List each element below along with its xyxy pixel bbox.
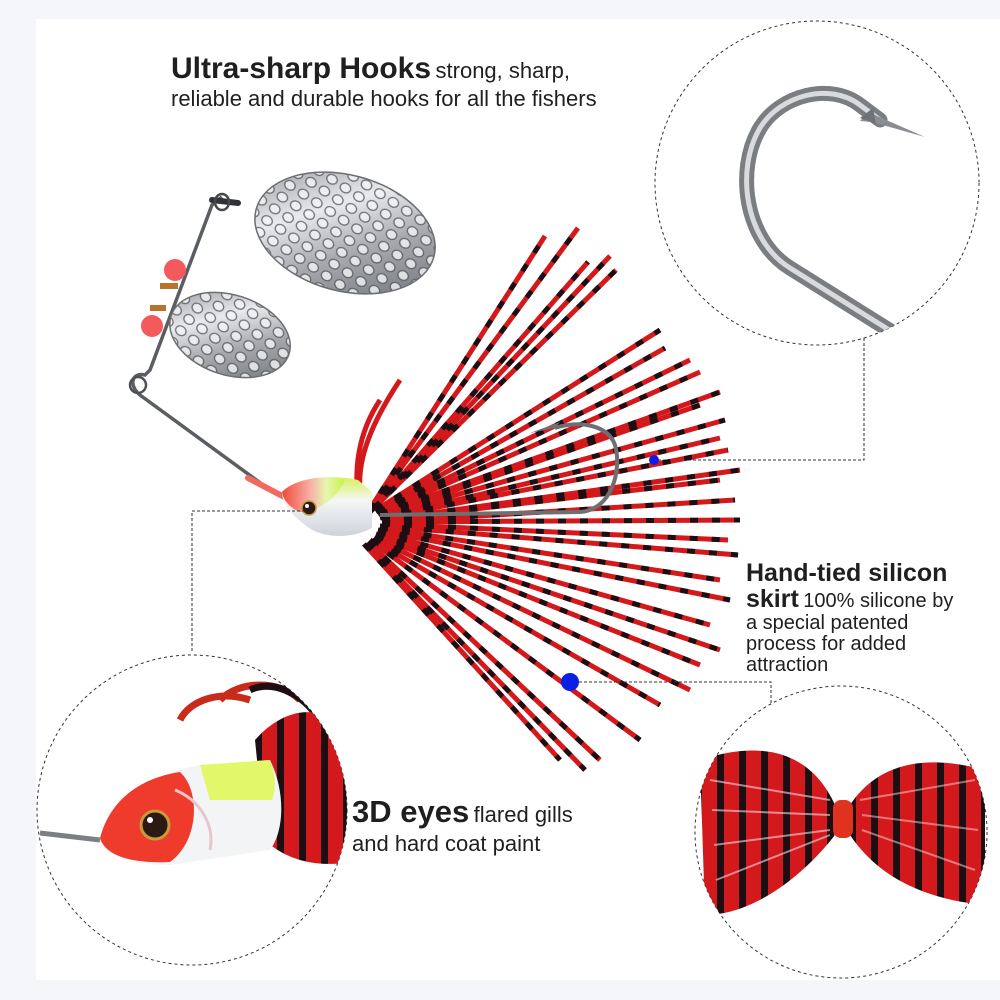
- spinnerbait-lure: [128, 171, 741, 772]
- hook-marker-dot: [649, 455, 659, 465]
- lure-head: [282, 477, 372, 536]
- hooks-callout-text-line2: reliable and durable hooks for all the f…: [171, 85, 597, 111]
- skirt-callout-text-line: a special patented: [746, 611, 909, 634]
- hook-connector-line: [654, 338, 865, 461]
- hook-closeup-circle: [654, 20, 980, 346]
- lure-hook: [379, 422, 620, 517]
- skirt-callout: Hand-tied silicon skirt 100% silicone by…: [746, 560, 1000, 676]
- willow-blade-small: [169, 291, 291, 379]
- eyes-callout-text-line2: and hard coat paint: [352, 830, 541, 856]
- lure-head-closeup-circle: [36, 654, 348, 966]
- skirt-callout-text-line: attraction: [746, 653, 829, 676]
- willow-blade-large: [254, 171, 436, 295]
- hooks-callout-text: strong, sharp,: [435, 58, 571, 83]
- eyes-connector-line: [191, 510, 305, 653]
- skirt-marker-dot: [561, 673, 579, 691]
- eyes-callout-title: 3D eyes: [352, 794, 470, 829]
- skirt-callout-text: 100% silicone by: [803, 590, 954, 613]
- hooks-callout-title: Ultra-sharp Hooks: [171, 52, 432, 85]
- silicone-skirt: [354, 226, 741, 772]
- skirt-closeup-circle: [694, 685, 988, 979]
- skirt-connector-line: [579, 681, 772, 705]
- bead-bottom: [141, 315, 163, 337]
- eyes-callout-text: flared gills: [473, 802, 573, 827]
- skirt-callout-text-line: process for added: [746, 632, 907, 655]
- hooks-callout: Ultra-sharp Hooks strong, sharp, reliabl…: [171, 53, 651, 110]
- bead-top: [164, 259, 186, 281]
- skirt-callout-title-line2: skirt: [746, 585, 799, 614]
- skirt-callout-title-line1: Hand-tied silicon: [746, 559, 948, 587]
- eyes-callout: 3D eyes flared gills and hard coat paint: [352, 794, 632, 856]
